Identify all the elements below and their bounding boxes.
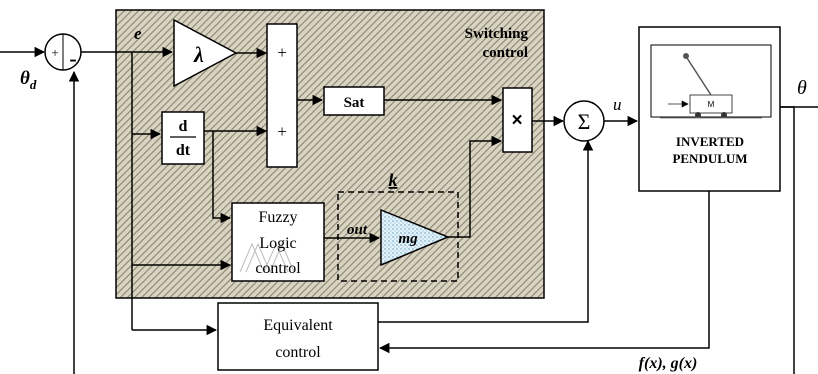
derivative-block <box>161 111 205 165</box>
lambda-gain-block <box>173 18 238 88</box>
adder-plus-top: + <box>277 43 287 62</box>
error-label: e <box>134 24 142 43</box>
plant-caption-line2: PENDULUM <box>672 151 747 166</box>
switching-control-title-line1: Switching <box>465 26 529 42</box>
fuzzy-label-line2: Logic <box>259 235 296 252</box>
adder-block <box>266 23 298 168</box>
mg-gain-label: mg <box>398 231 418 247</box>
multiplier-block <box>502 87 533 153</box>
pendulum-mass <box>683 53 689 59</box>
pendulum-wheel-right <box>721 112 727 118</box>
lambda-gain-label: λ <box>193 42 204 67</box>
pendulum-sketch-label-m: M <box>708 100 715 109</box>
pendulum-rod <box>686 57 712 96</box>
summing-junction-minus: - <box>69 46 76 71</box>
out-label: out <box>347 222 368 238</box>
derivative-numerator: d <box>179 118 188 135</box>
feedback-path <box>780 106 795 374</box>
sum-label: Σ <box>578 109 591 134</box>
derivative-denominator: dt <box>176 142 191 159</box>
input-label: θd <box>20 68 37 92</box>
pendulum-wheel-left <box>695 112 701 118</box>
equivalent-to-sum <box>378 139 594 323</box>
adder-plus-bottom: + <box>277 122 287 141</box>
equivalent-control-block <box>217 302 379 371</box>
fuzzy-membership-icon <box>239 242 295 274</box>
mg-to-multiplier <box>448 135 503 238</box>
mg-gain-block <box>380 208 450 267</box>
plant-caption-line1: INVERTED <box>676 134 744 149</box>
saturation-label: Sat <box>344 95 365 111</box>
fuzzy-label-line1: Fuzzy <box>258 209 297 226</box>
summing-junction-plus: + <box>51 45 58 60</box>
saturation-block <box>323 86 385 116</box>
equivalent-label-line2: control <box>275 344 321 361</box>
model-functions-label: f(x), g(x) <box>639 355 698 372</box>
control-output-label: u <box>613 95 622 114</box>
switching-control-title-line2: control <box>482 45 528 61</box>
model-functions-path <box>378 191 710 354</box>
derivative-to-fuzzy <box>212 131 232 224</box>
fuzzy-label-line3: control <box>255 260 301 277</box>
k-gain-label: k <box>389 170 398 190</box>
multiplier-label: × <box>511 110 522 131</box>
equivalent-label-line1: Equivalent <box>263 317 333 334</box>
output-label: θ <box>797 77 807 99</box>
